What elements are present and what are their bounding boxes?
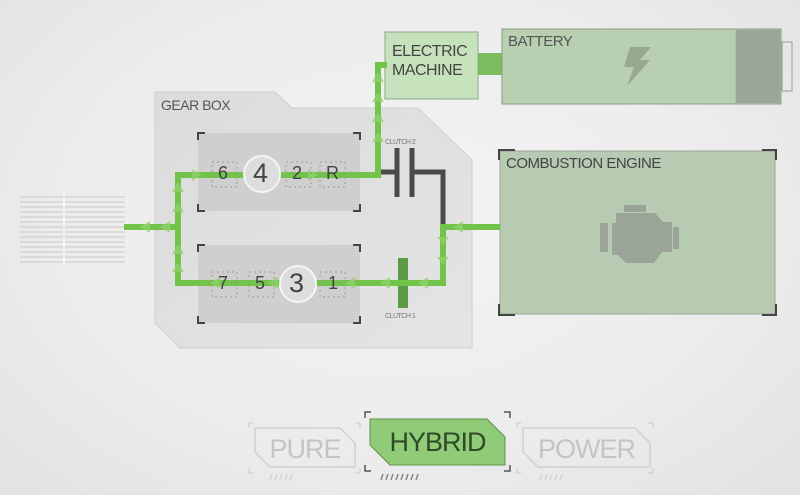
shaft-panel-brackets — [197, 132, 361, 324]
mode-hybrid-label: HYBRID — [389, 427, 486, 457]
output-shaft-grille — [20, 195, 125, 265]
combustion-engine-panel[interactable] — [499, 150, 776, 315]
battery-terminal — [781, 41, 793, 92]
gearbox-label: GEAR BOX — [161, 97, 231, 113]
gear-5: 5 — [255, 273, 265, 293]
gear-6: 6 — [218, 163, 228, 183]
gear-1: 1 — [328, 273, 338, 293]
gear-r: R — [326, 163, 339, 183]
engine-icon — [600, 205, 679, 263]
lightning-bolt-icon — [624, 47, 651, 86]
gear-7: 7 — [218, 273, 228, 293]
clutch-2-label: CLUTCH 2 — [385, 139, 416, 146]
mode-pure-button[interactable]: PURE — [255, 428, 355, 468]
electric-machine-label-2: MACHINE — [392, 62, 463, 79]
battery-label: BATTERY — [508, 33, 573, 50]
mode-power-label: POWER — [537, 434, 636, 464]
em-battery-link — [478, 53, 502, 75]
engine-panel-brackets — [498, 149, 777, 316]
battery-empty-segment — [735, 30, 780, 103]
electric-machine-label-1: ELECTRIC — [392, 43, 468, 60]
mode-button-shapes — [254, 418, 651, 468]
mode-power-button[interactable]: POWER — [523, 428, 650, 468]
gear-3-active: 3 — [289, 268, 304, 298]
mode-hybrid-button[interactable]: HYBRID — [370, 419, 505, 465]
mode-button-brackets — [248, 422, 654, 474]
clutch-1-label: CLUTCH 1 — [385, 313, 416, 320]
active-gear-lower-ring — [279, 265, 317, 303]
combustion-engine-label: COMBUSTION ENGINE — [506, 155, 661, 172]
mode-indicator-ticks — [380, 473, 419, 481]
gear-2: 2 — [292, 163, 302, 183]
clutch-2 — [380, 148, 446, 225]
mode-pure-label: PURE — [269, 434, 341, 464]
gear-4-active: 4 — [253, 158, 268, 188]
active-gear-upper-ring — [243, 155, 281, 193]
electric-machine-box[interactable] — [384, 31, 479, 100]
